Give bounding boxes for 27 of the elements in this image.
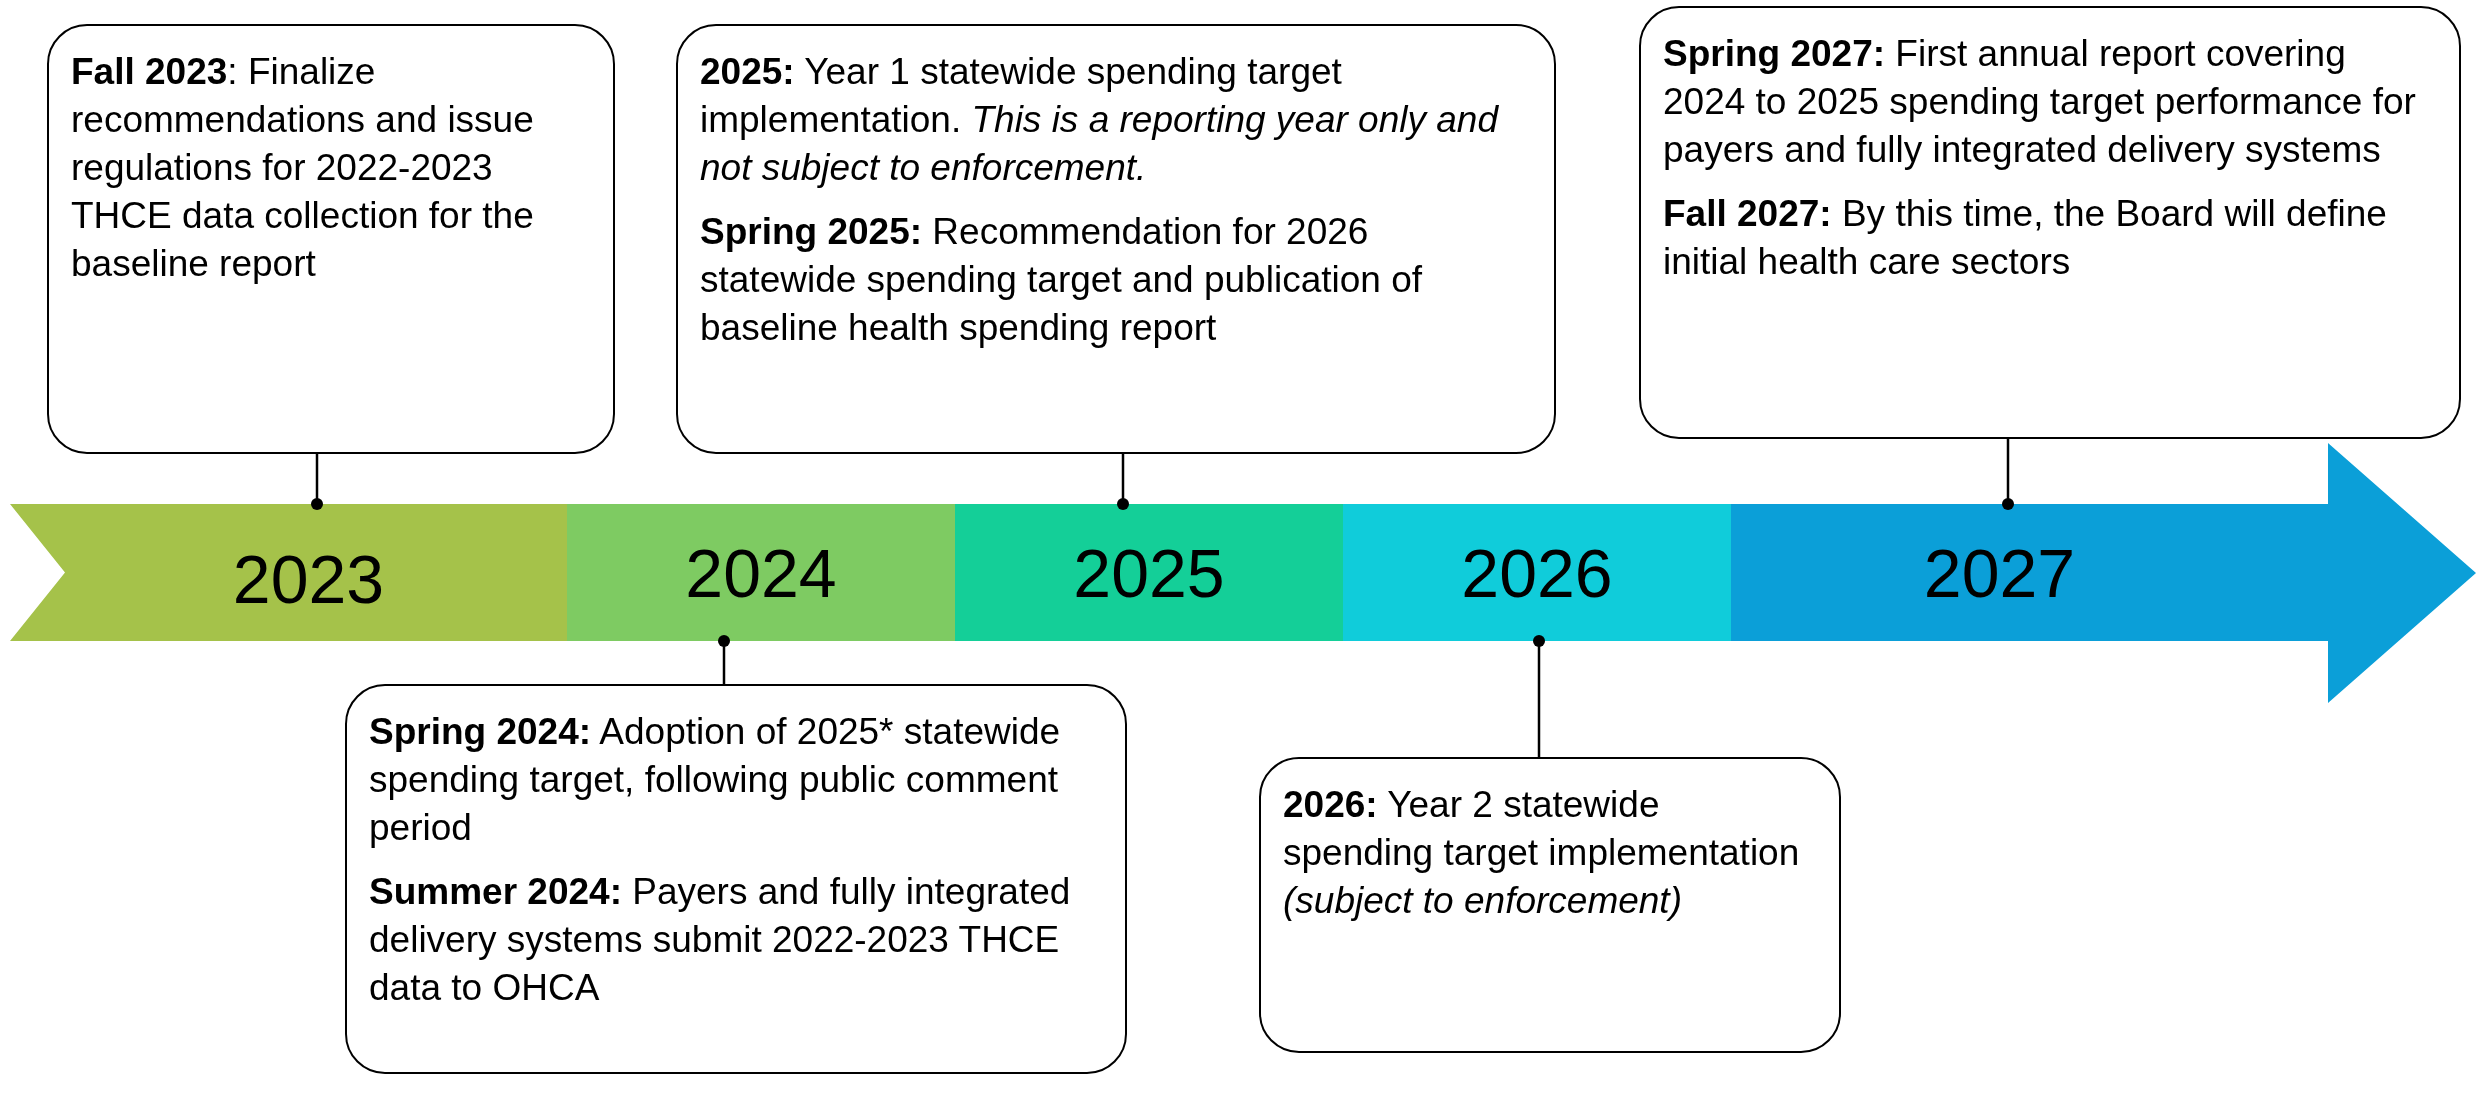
- callout-box: [47, 24, 615, 454]
- callout-text: Summer 2024: Payers and fully integrated delivery systems submit 2022-2023 THCE data to OHCA: [369, 870, 1072, 1011]
- callout-text: Spring 2027: First annual report covering 2024 to 2025 spending target performance for payers and fully integrated delivery systems: [1663, 32, 2417, 173]
- callout-text: 2025: Year 1 statewide spending target implementation. This is a reporting year only and not subject to enforcement.: [700, 50, 1500, 191]
- callout-text: Spring 2025: Recommendation for 2026 statewide spending target and publication of baseline health spending report: [700, 210, 1423, 351]
- callout-text: Fall 2023: Finalize recommendations and issue regulations for 2022-2023 THCE data collection for the baseline report: [71, 50, 535, 287]
- timeline-segment: [567, 504, 955, 641]
- connector-line: [1117, 454, 1129, 510]
- timeline-segment: [955, 504, 1343, 641]
- year-label: 2023: [231, 539, 386, 619]
- callout-box: [1259, 757, 1841, 1053]
- year-label: 2026: [1460, 533, 1614, 613]
- callout-box: [676, 24, 1556, 454]
- callout-box: [345, 684, 1127, 1074]
- connector-line: [2002, 439, 2014, 510]
- timeline-segment: [1343, 504, 1731, 641]
- callout-text: 2026: Year 2 statewide spending target implementation (subject to enforcement): [1283, 783, 1801, 924]
- year-label: 2025: [1072, 533, 1226, 613]
- callout-text: Fall 2027: By this time, the Board will define initial health care sectors: [1663, 192, 2388, 285]
- callout-box: [1639, 6, 2461, 439]
- timeline-segment: [10, 504, 567, 641]
- callout-text: Spring 2024: Adoption of 2025* statewide spending target, following public comment period: [369, 710, 1062, 851]
- year-label: 2024: [684, 533, 838, 613]
- connector-line: [718, 635, 730, 684]
- year-label: 2027: [1922, 533, 2077, 613]
- connector-line: [311, 454, 323, 510]
- connector-line: [1533, 635, 1545, 757]
